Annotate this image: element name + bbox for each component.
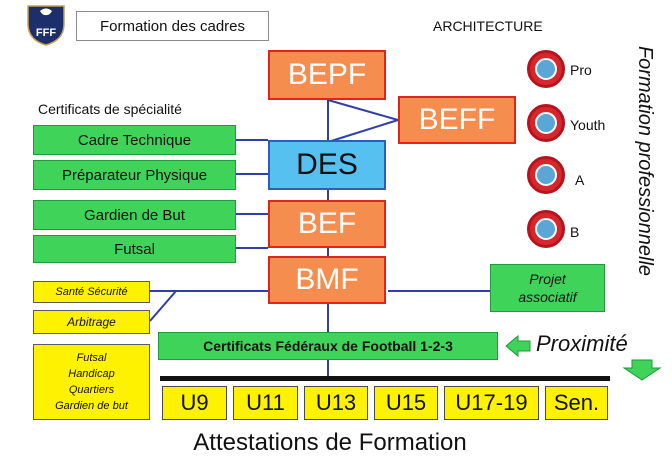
uefa-b — [527, 210, 565, 248]
uefa-b-label: B — [570, 224, 580, 240]
projet-associatif: Projet associatif — [490, 264, 605, 312]
footer-title: Attestations de Formation — [193, 429, 467, 456]
uefa-a — [527, 156, 565, 194]
multi-certificates: Futsal Handicap Quartiers Gardien de but — [33, 344, 150, 420]
bepf-beff-line — [327, 99, 399, 121]
uefa-youth — [527, 104, 565, 142]
side-title: Formation professionnelle — [634, 45, 656, 277]
logo-text: FFF — [36, 27, 56, 39]
multi-futsal: Futsal — [76, 352, 107, 364]
multi-quartiers: Quartiers — [68, 384, 115, 396]
diploma-beff: BEFF — [398, 96, 516, 144]
age-u13: U13 — [304, 386, 368, 420]
fff-logo: FFF — [22, 2, 70, 46]
uefa-youth-icon — [527, 104, 565, 142]
uefa-a-icon — [527, 156, 565, 194]
arbitrage: Arbitrage — [33, 310, 150, 334]
age-u9: U9 — [162, 386, 227, 420]
multi-gardien: Gardien de but — [55, 400, 128, 412]
age-u15: U15 — [374, 386, 438, 420]
architecture-label: ARCHITECTURE — [433, 18, 543, 34]
specialty-futsal: Futsal — [33, 235, 236, 263]
side-title-wrap: Formation professionnelle — [630, 30, 656, 292]
diploma-des: DES — [268, 140, 386, 190]
diploma-bmf: BMF — [268, 256, 386, 304]
specialty-gardien-de-but: Gardien de But — [33, 200, 236, 230]
diploma-bef: BEF — [268, 200, 386, 248]
specialty-heading: Certificats de spécialité — [38, 101, 182, 117]
uefa-pro-icon — [527, 50, 565, 88]
uefa-a-label: A — [575, 172, 585, 188]
down-arrow-icon — [622, 359, 662, 381]
age-u11: U11 — [233, 386, 298, 420]
specialty-cadre-technique: Cadre Technique — [33, 125, 236, 155]
age-bar — [160, 376, 610, 381]
specialty-preparateur-physique: Préparateur Physique — [33, 160, 236, 190]
sante-securite: Santé Sécurité — [33, 281, 150, 303]
multi-handicap: Handicap — [68, 368, 115, 380]
uefa-pro-label: Pro — [570, 62, 592, 78]
des-beff-line — [327, 119, 399, 143]
header-title: Formation des cadres — [76, 11, 269, 41]
age-senior: Sen. — [545, 386, 608, 420]
connector-arbitrage — [149, 290, 177, 322]
uefa-youth-label: Youth — [570, 117, 606, 133]
diploma-bepf: BEPF — [268, 50, 386, 100]
proximite-label: Proximité — [536, 331, 628, 356]
certificats-federaux: Certificats Fédéraux de Football 1-2-3 — [158, 332, 498, 360]
left-arrow-icon — [505, 334, 531, 358]
uefa-b-icon — [527, 210, 565, 248]
age-u17-19: U17-19 — [444, 386, 539, 420]
uefa-pro — [527, 50, 565, 88]
